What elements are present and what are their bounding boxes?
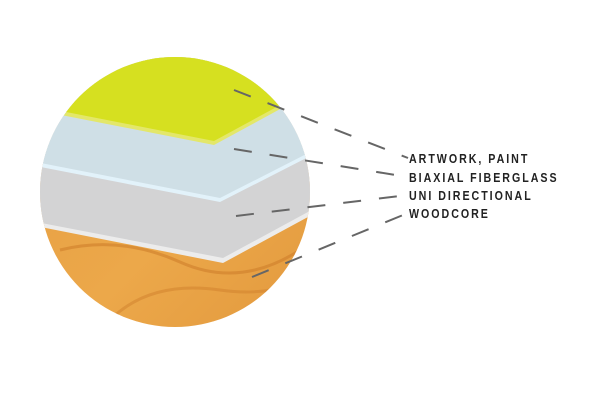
leader-line-woodcore (251, 212, 409, 278)
label-unidirectional: UNI DIRECTIONAL (409, 188, 533, 203)
label-fiberglass: BIAXIAL FIBERGLASS (409, 170, 559, 185)
leader-line-artwork (233, 89, 409, 159)
artwork-layer (40, 57, 310, 141)
label-artwork: ARTWORK, PAINT (409, 151, 530, 166)
label-woodcore: WOODCORE (409, 206, 490, 221)
wood-grain (59, 243, 301, 275)
leader-line-fiberglass (233, 148, 409, 178)
leader-line-unidirectional (235, 194, 409, 217)
